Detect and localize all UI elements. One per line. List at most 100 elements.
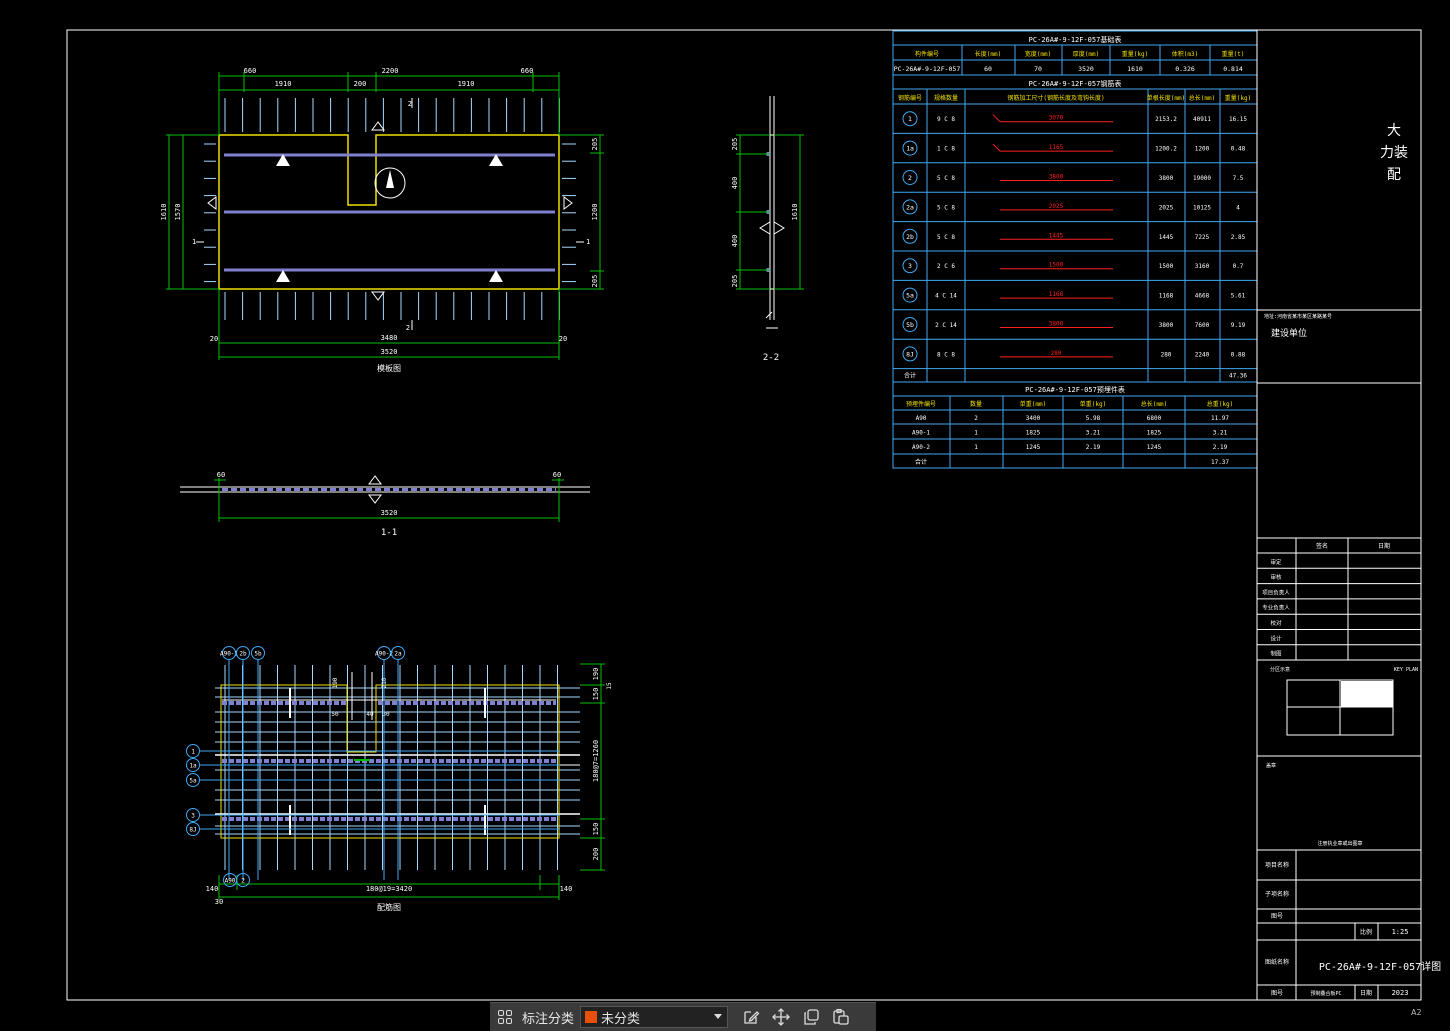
dim-text: 15	[606, 682, 613, 690]
company-name: 配	[1387, 167, 1401, 183]
dim-text: 50	[331, 711, 339, 718]
table-header: 重量(kg)	[1122, 50, 1148, 58]
sign-row-label: 校对	[1270, 619, 1282, 627]
dim-text: 1570	[174, 204, 182, 221]
rebar-tag-label: A90-2	[375, 651, 393, 658]
paste-icon[interactable]	[826, 1003, 856, 1031]
rebar-shape-len: 2025	[1049, 203, 1064, 210]
rebar-tag-label: 3	[191, 813, 195, 820]
rebar-spec: 8 C 8	[937, 351, 955, 358]
rebar-id-circle	[902, 287, 918, 303]
edit-icon[interactable]	[736, 1003, 766, 1031]
table-header: 单重(mm)	[1020, 400, 1046, 408]
grid-icon[interactable]	[490, 1003, 520, 1031]
rebar-tag-circle	[236, 646, 250, 660]
dim-text: 3520	[381, 509, 398, 517]
table-cell: 70	[1034, 65, 1042, 73]
sign-header: 日期	[1378, 542, 1390, 550]
dim-text: 20	[210, 335, 218, 343]
table-cell: 60	[984, 65, 992, 73]
rebar-tag-circle	[186, 744, 200, 758]
key-plan-tag: KEY PLAN	[1394, 667, 1418, 673]
table-cell: 6800	[1147, 415, 1162, 422]
subproject-label: 子项名称	[1265, 890, 1289, 898]
table-cell: 1610	[1127, 65, 1143, 73]
table-header: 重量(t)	[1222, 50, 1245, 58]
dim-text: 205	[591, 138, 599, 151]
rebar-id-circle	[902, 346, 918, 362]
stamp-label: 盖章	[1266, 762, 1276, 769]
rebar-weight: 5.61	[1231, 293, 1246, 300]
dim-text: 205	[731, 275, 739, 288]
rebar-id-circle	[902, 140, 918, 156]
dim-text: 30	[215, 898, 223, 906]
rebar-tag: 8J	[186, 822, 200, 836]
rebar-tag-label: 5b	[254, 651, 262, 658]
move-icon[interactable]	[766, 1003, 796, 1031]
rebar-shape-len: 3070	[1049, 115, 1064, 122]
table-cell: 0.814	[1223, 65, 1243, 73]
rebar-tag: 5a	[186, 773, 200, 787]
rebar-spec: 9 C 8	[937, 116, 955, 123]
rebar-total: 10125	[1193, 204, 1211, 211]
drawing-no-label: 图号	[1271, 913, 1283, 920]
rebar-hook	[992, 114, 1001, 123]
table-cell: 1	[974, 430, 978, 437]
rebar-tag: 3	[186, 808, 200, 822]
rebar-tag: 2	[236, 873, 250, 887]
rebar-tag-label: 2b	[239, 651, 247, 658]
rebar-shape-len: 1445	[1049, 232, 1064, 239]
dim-text: 400	[731, 235, 739, 248]
dim-text: 400	[731, 177, 739, 190]
table-cell: 1825	[1026, 430, 1041, 437]
rebar-weight: 0.48	[1231, 146, 1246, 153]
rebar-id: 2	[908, 174, 912, 182]
plan-rebar-stubs	[224, 98, 560, 320]
rebar-weight: 4	[1236, 204, 1240, 211]
rebar-id-circle	[902, 170, 918, 185]
table-cell: 5.98	[1086, 415, 1101, 422]
dim-text: 205	[731, 138, 739, 151]
chevron-down-icon	[713, 1010, 723, 1025]
dim-text: 180@19=3420	[366, 885, 412, 893]
dim-text: 1910	[458, 80, 475, 88]
sign-row-label: 设计	[1270, 634, 1282, 642]
key-plan-label: 分区示意	[1270, 666, 1290, 673]
rebar-shape-len: 3800	[1049, 174, 1064, 181]
rebar-len: 3800	[1159, 175, 1174, 182]
table-cell: 3520	[1078, 65, 1094, 73]
table-cell: 11.97	[1211, 415, 1229, 422]
rebar-tag-circle	[236, 873, 250, 887]
dim-text: 180@7=1260	[592, 740, 600, 782]
sign-header: 签名	[1316, 542, 1328, 550]
rebar-spec: 1 C 8	[937, 146, 955, 153]
scale-label: 比例	[1360, 928, 1372, 936]
annotation-category-select[interactable]: 未分类	[580, 1006, 729, 1028]
dim-text: 30	[382, 711, 390, 718]
dim-text: 190	[592, 668, 600, 681]
table-header: 规格数量	[934, 94, 958, 102]
dim-text: 150	[592, 823, 600, 836]
table-cell: 3.21	[1213, 430, 1228, 437]
sign-row-label: 项目负责人	[1262, 588, 1290, 596]
view-label: 模板图	[377, 363, 401, 373]
sheet-label: 图号	[1271, 990, 1283, 997]
key-plan-highlight	[1341, 681, 1393, 707]
annotation-category-label: 标注分类	[522, 1011, 575, 1027]
cut-mark: 2	[406, 324, 410, 332]
table-header: 体积(m3)	[1172, 50, 1198, 58]
rebar-shape-len: 1500	[1049, 262, 1064, 269]
rebar-len: 2025	[1159, 204, 1174, 211]
rebar-total: 19000	[1193, 175, 1211, 182]
copy-icon[interactable]	[796, 1003, 826, 1031]
company-note: 地址:河南省某市某区某路某号	[1264, 313, 1332, 320]
rebar-total: 7600	[1195, 322, 1210, 329]
table-cell: 1245	[1147, 444, 1162, 451]
rebar-id: 2b	[906, 233, 914, 241]
table-header: 钢筋编号	[898, 94, 922, 102]
dim-text: 150	[592, 688, 600, 701]
